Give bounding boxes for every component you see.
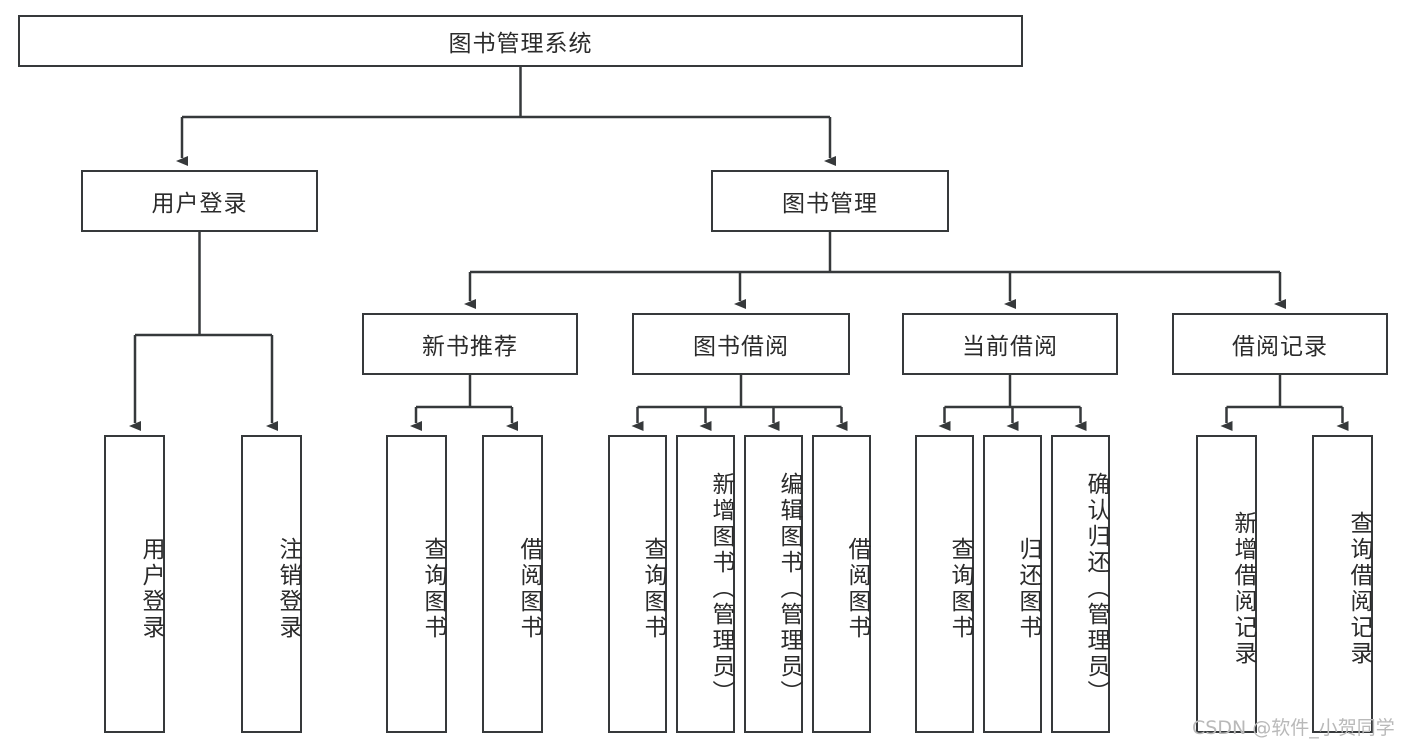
- node-current-borrow-label: 当前借阅: [962, 334, 1058, 360]
- node-leaf-query-book-3[interactable]: 查询图书: [915, 435, 974, 733]
- node-leaf-edit-book[interactable]: 编辑图书（管理员）: [744, 435, 803, 733]
- node-leaf-return-book[interactable]: 归还图书: [983, 435, 1042, 733]
- node-book-manage[interactable]: 图书管理: [711, 170, 949, 232]
- node-leaf-query-book-1[interactable]: 查询图书: [386, 435, 447, 733]
- node-leaf-edit-book-label: 编辑图书（管理员）: [776, 472, 802, 706]
- node-new-book-recommend[interactable]: 新书推荐: [362, 313, 578, 375]
- node-book-manage-label: 图书管理: [782, 191, 878, 217]
- node-leaf-add-record-label: 新增借阅记录: [1230, 511, 1256, 667]
- node-borrow-record-label: 借阅记录: [1232, 334, 1328, 360]
- node-book-borrow[interactable]: 图书借阅: [632, 313, 850, 375]
- node-leaf-logout[interactable]: 注销登录: [241, 435, 302, 733]
- node-user-login[interactable]: 用户登录: [81, 170, 318, 232]
- node-leaf-logout-label: 注销登录: [275, 537, 301, 641]
- node-leaf-borrow-book-2-label: 借阅图书: [844, 537, 870, 641]
- node-leaf-query-book-3-label: 查询图书: [947, 537, 973, 641]
- node-new-book-recommend-label: 新书推荐: [422, 334, 518, 360]
- node-leaf-borrow-book-1[interactable]: 借阅图书: [482, 435, 543, 733]
- node-leaf-user-login[interactable]: 用户登录: [104, 435, 165, 733]
- node-leaf-borrow-book-1-label: 借阅图书: [516, 537, 542, 641]
- node-leaf-query-record[interactable]: 查询借阅记录: [1312, 435, 1373, 733]
- node-root[interactable]: 图书管理系统: [18, 15, 1023, 67]
- node-borrow-record[interactable]: 借阅记录: [1172, 313, 1388, 375]
- node-book-borrow-label: 图书借阅: [693, 334, 789, 360]
- node-user-login-label: 用户登录: [151, 191, 248, 217]
- node-leaf-borrow-book-2[interactable]: 借阅图书: [812, 435, 871, 733]
- node-leaf-add-record[interactable]: 新增借阅记录: [1196, 435, 1257, 733]
- node-leaf-add-book-label: 新增图书（管理员）: [708, 472, 734, 706]
- node-leaf-query-book-1-label: 查询图书: [420, 537, 446, 641]
- node-leaf-confirm-return[interactable]: 确认归还（管理员）: [1051, 435, 1110, 733]
- node-root-label: 图书管理系统: [448, 31, 593, 57]
- node-current-borrow[interactable]: 当前借阅: [902, 313, 1118, 375]
- watermark: CSDN @软件_小贺同学: [1192, 717, 1395, 739]
- node-leaf-add-book[interactable]: 新增图书（管理员）: [676, 435, 735, 733]
- node-leaf-user-login-label: 用户登录: [138, 537, 164, 641]
- node-leaf-query-book-2[interactable]: 查询图书: [608, 435, 667, 733]
- node-leaf-confirm-return-label: 确认归还（管理员）: [1083, 472, 1109, 706]
- node-leaf-return-book-label: 归还图书: [1015, 537, 1041, 641]
- node-leaf-query-book-2-label: 查询图书: [640, 537, 666, 641]
- node-leaf-query-record-label: 查询借阅记录: [1346, 511, 1372, 667]
